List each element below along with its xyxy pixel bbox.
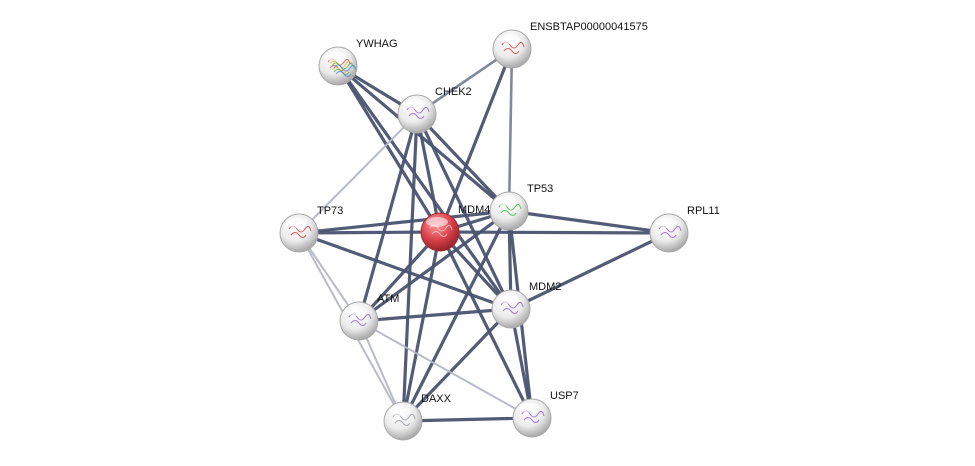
edge-tp53-rpl11[interactable]: [507, 209, 671, 235]
node-mdm4[interactable]: MDM4: [420, 204, 490, 252]
node-gloss-highlight: [389, 406, 411, 416]
edge-tp53-atm[interactable]: [357, 209, 511, 323]
node-gloss-highlight: [403, 99, 425, 109]
node-atm[interactable]: ATM: [339, 293, 399, 341]
node-tp73[interactable]: TP73: [279, 205, 343, 253]
edge-chek2-mdm4[interactable]: [415, 112, 442, 234]
edge-mdm4-rpl11[interactable]: [438, 230, 671, 235]
edge-tp53-daxx[interactable]: [401, 209, 511, 423]
node-label-rpl11: RPL11: [687, 205, 720, 217]
node-gloss-highlight: [497, 294, 519, 304]
edge-mdm2-daxx[interactable]: [401, 307, 513, 423]
node-ywhag[interactable]: YWHAG: [318, 38, 398, 86]
node-daxx[interactable]: DAXX: [383, 393, 452, 441]
edge-chek2-atm[interactable]: [357, 112, 419, 323]
node-gloss-highlight: [285, 218, 307, 228]
node-label-mdm2: MDM2: [529, 281, 561, 293]
edge-chek2-tp53[interactable]: [415, 112, 511, 213]
edge-tp73-tp53[interactable]: [297, 209, 511, 235]
node-usp7[interactable]: USP7: [512, 390, 579, 438]
edge-rpl11-mdm2[interactable]: [509, 231, 671, 311]
edge-ywhag-mdm2[interactable]: [336, 64, 513, 311]
node-gloss-highlight: [345, 306, 367, 316]
node-label-daxx: DAXX: [421, 393, 452, 405]
node-gloss-highlight: [324, 51, 346, 61]
node-rpl11[interactable]: RPL11: [649, 205, 720, 253]
node-label-tp73: TP73: [317, 205, 343, 217]
node-label-tp53: TP53: [527, 183, 553, 195]
node-label-ensbtap00000041575: ENSBTAP00000041575: [530, 21, 648, 33]
node-label-ywhag: YWHAG: [356, 38, 398, 50]
edge-mdm2-atm[interactable]: [357, 307, 513, 323]
edge-atm-usp7[interactable]: [358, 320, 533, 419]
node-chek2[interactable]: CHEK2: [397, 86, 472, 134]
node-tp53[interactable]: TP53: [489, 183, 553, 231]
node-label-atm: ATM: [377, 293, 399, 305]
edge-mdm4-usp7[interactable]: [438, 230, 534, 420]
edge-ywhag-mdm4[interactable]: [336, 64, 442, 234]
node-label-usp7: USP7: [550, 390, 579, 402]
edge-ensbtap00000041575-tp53[interactable]: [507, 47, 514, 213]
edge-daxx-usp7[interactable]: [401, 416, 534, 423]
edge-ywhag-tp53[interactable]: [336, 64, 511, 213]
edge-chek2-mdm2[interactable]: [415, 112, 513, 311]
node-gloss-highlight: [495, 196, 517, 206]
edge-tp73-mdm4[interactable]: [297, 230, 442, 235]
node-gloss-highlight: [518, 403, 540, 413]
edge-chek2-tp73[interactable]: [298, 113, 418, 234]
edge-chek2-daxx[interactable]: [401, 112, 419, 423]
node-label-mdm4: MDM4: [458, 204, 490, 216]
node-gloss-highlight: [498, 34, 520, 44]
edge-mdm4-atm[interactable]: [357, 230, 442, 323]
node-ensbtap00000041575[interactable]: ENSBTAP00000041575: [492, 21, 648, 69]
edges-layer: [297, 47, 671, 423]
node-gloss-highlight: [426, 217, 448, 227]
edge-mdm4-daxx[interactable]: [401, 230, 442, 423]
node-mdm2[interactable]: MDM2: [491, 281, 561, 329]
node-label-chek2: CHEK2: [435, 86, 472, 98]
edge-ensbtap00000041575-mdm4[interactable]: [438, 47, 514, 234]
node-gloss-highlight: [655, 218, 677, 228]
